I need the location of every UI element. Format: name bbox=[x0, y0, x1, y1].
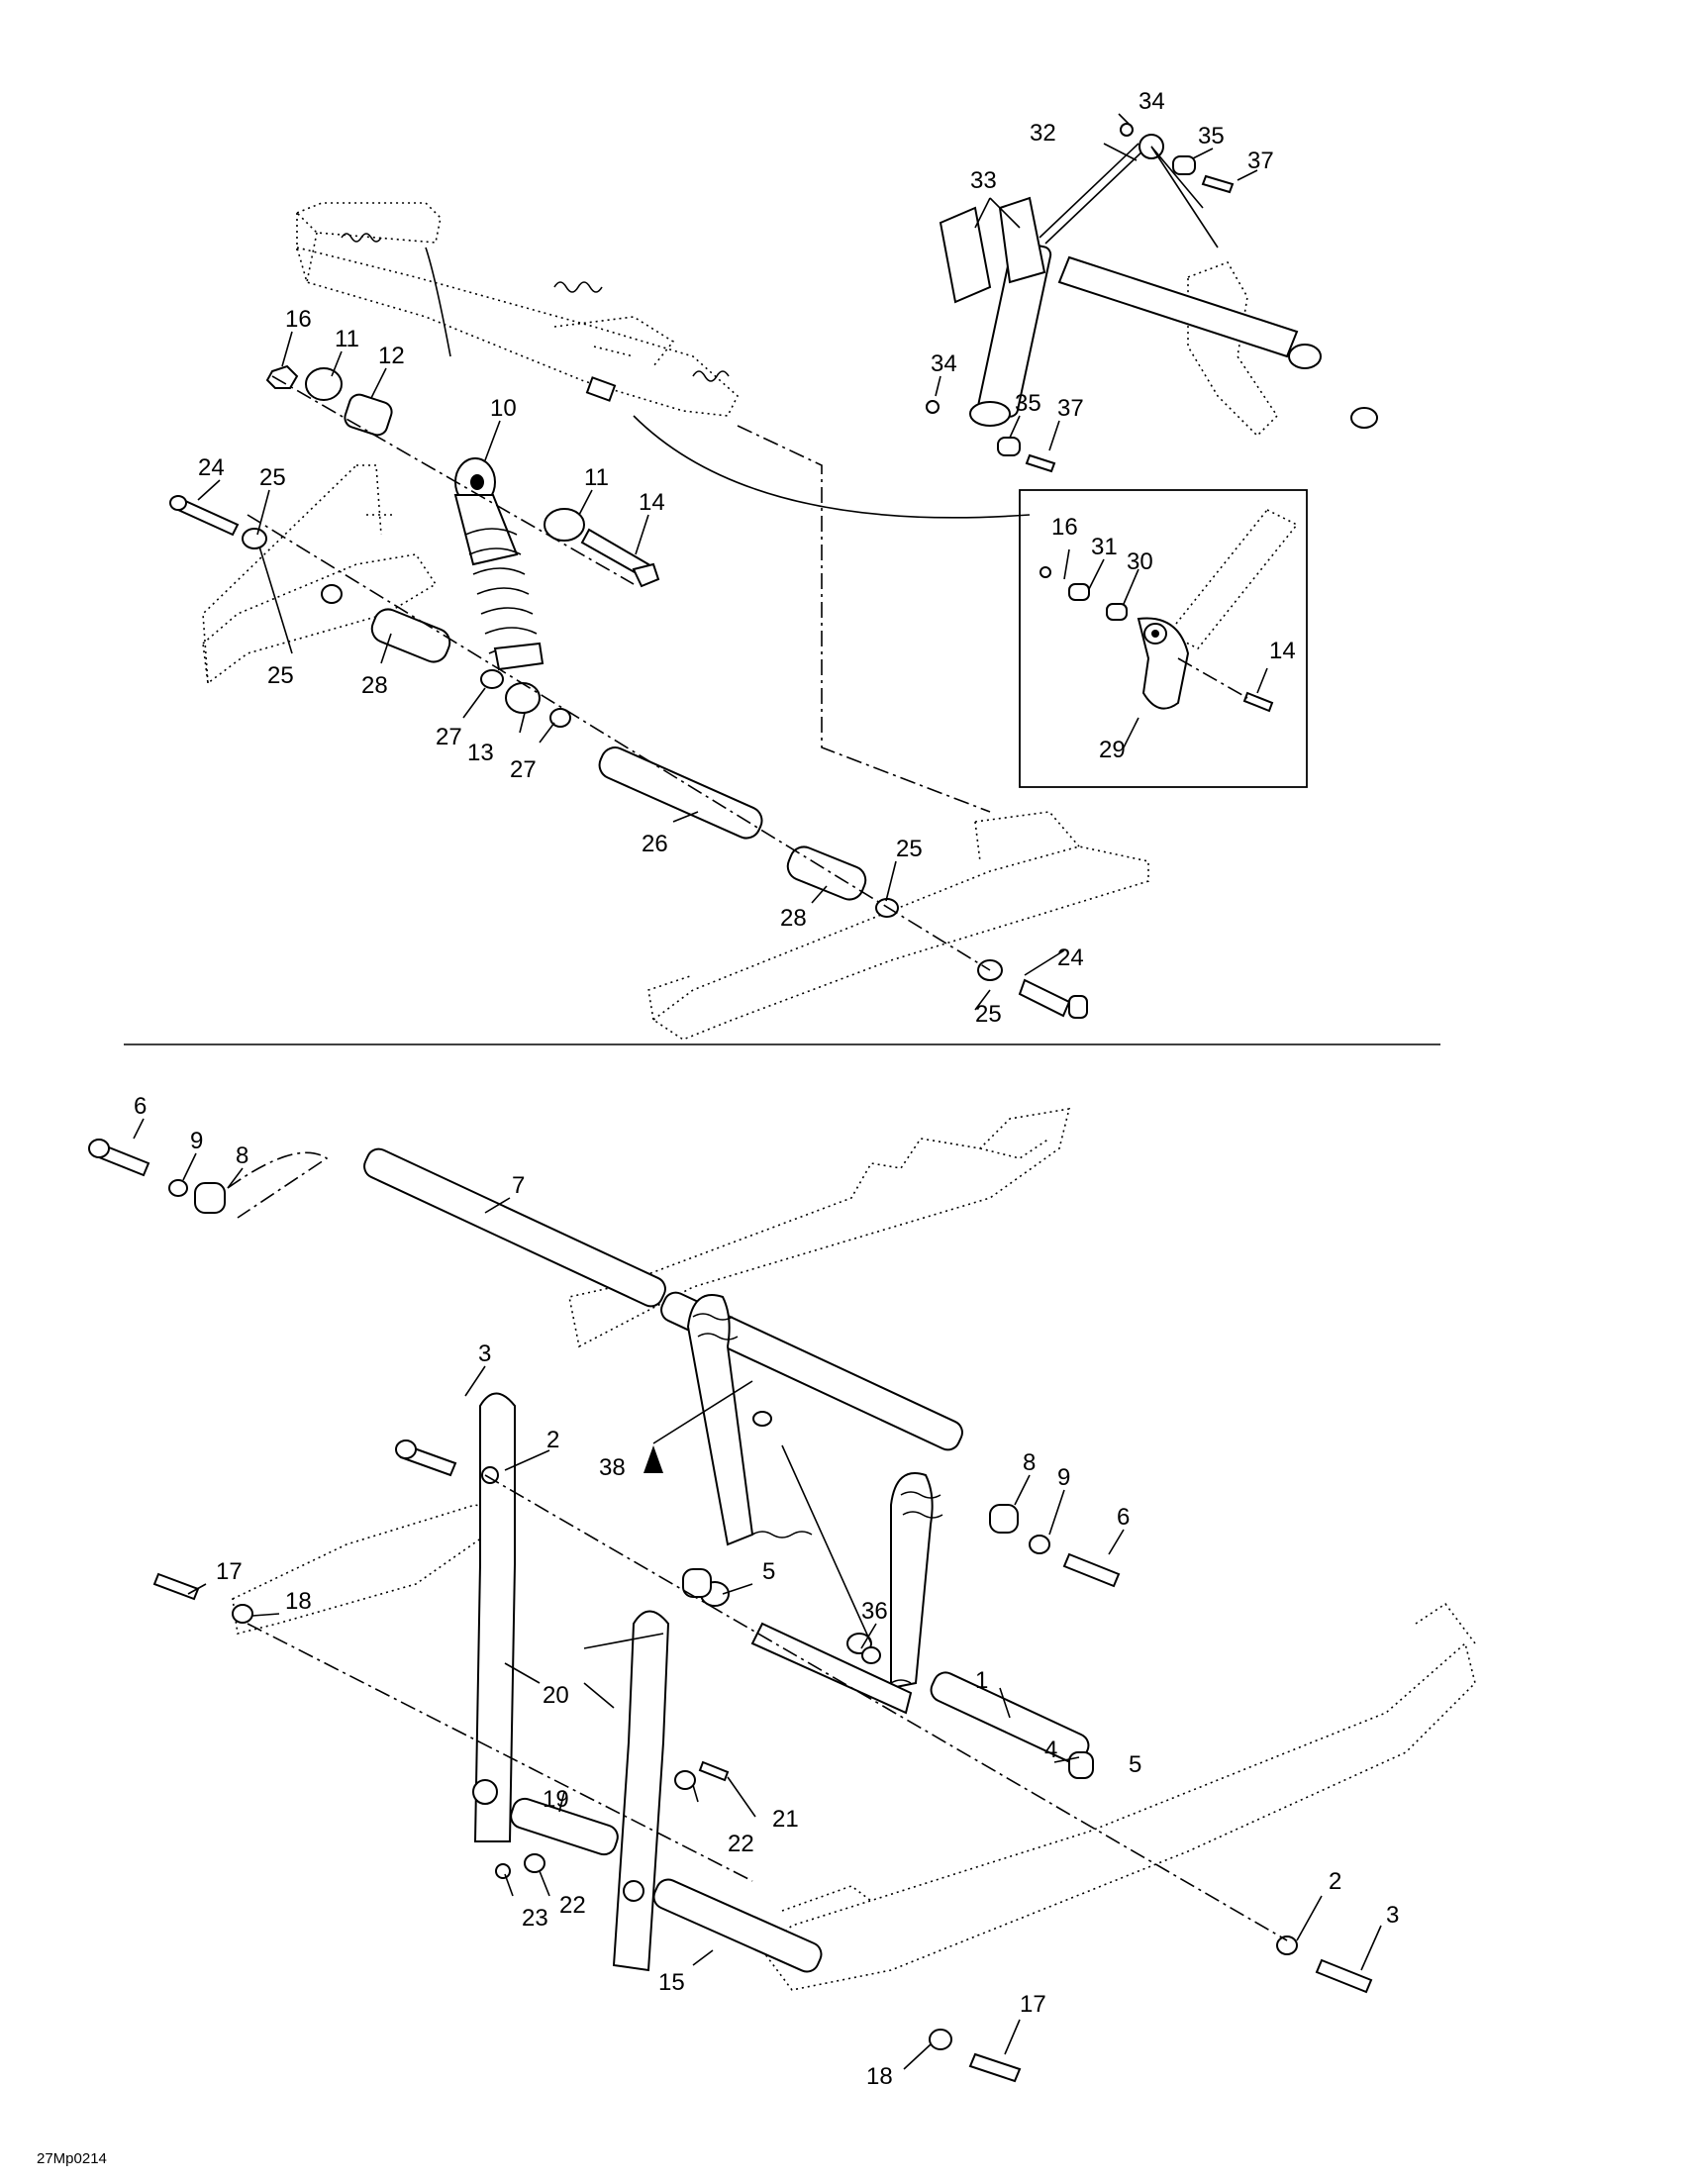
diagram-code: 27Mp0214 bbox=[37, 2150, 107, 2167]
rear-suspension-frame-lower bbox=[232, 1108, 1476, 1991]
callout-36: 36 bbox=[861, 1598, 888, 1625]
callout-17: 17 bbox=[216, 1558, 243, 1585]
callout-37: 37 bbox=[1057, 395, 1084, 422]
callout-5: 5 bbox=[762, 1558, 775, 1585]
callout-37: 37 bbox=[1247, 148, 1274, 174]
callout-22: 22 bbox=[728, 1831, 754, 1857]
callout-24: 24 bbox=[1057, 944, 1084, 971]
callout-27: 27 bbox=[436, 724, 462, 750]
callout-28: 28 bbox=[780, 905, 807, 932]
callout-9: 9 bbox=[190, 1128, 203, 1154]
callout-23: 23 bbox=[522, 1905, 548, 1932]
callout-20: 20 bbox=[543, 1682, 569, 1709]
callout-32: 32 bbox=[1030, 120, 1056, 147]
callout-21: 21 bbox=[772, 1806, 799, 1833]
callout-10: 10 bbox=[490, 395, 517, 422]
callout-25: 25 bbox=[896, 836, 923, 862]
callout-16: 16 bbox=[285, 306, 312, 333]
callout-11: 11 bbox=[584, 464, 609, 491]
callout-34: 34 bbox=[931, 350, 957, 377]
callout-2: 2 bbox=[546, 1427, 559, 1453]
callout-33: 33 bbox=[970, 167, 997, 194]
callout-28: 28 bbox=[361, 672, 388, 699]
callout-27: 27 bbox=[510, 756, 537, 783]
callout-26: 26 bbox=[642, 831, 668, 857]
callout-18: 18 bbox=[285, 1588, 312, 1615]
callout-19: 19 bbox=[543, 1786, 569, 1813]
callout-13: 13 bbox=[467, 740, 494, 766]
callout-12: 12 bbox=[378, 343, 405, 369]
callout-16: 16 bbox=[1051, 514, 1078, 541]
callout-2: 2 bbox=[1329, 1868, 1341, 1895]
damper-assembly bbox=[939, 134, 1378, 438]
detail-inset bbox=[1019, 489, 1308, 788]
callout-30: 30 bbox=[1127, 548, 1153, 575]
callout-6: 6 bbox=[1117, 1504, 1130, 1531]
callout-8: 8 bbox=[236, 1142, 248, 1169]
callout-4: 4 bbox=[1044, 1737, 1057, 1763]
lower-hardware bbox=[88, 1139, 1373, 2083]
leader-lines-lower bbox=[133, 1118, 1382, 2070]
callout-14: 14 bbox=[639, 489, 665, 516]
leader-lines-upper bbox=[197, 113, 1258, 1011]
callout-24: 24 bbox=[198, 454, 225, 481]
callout-3: 3 bbox=[478, 1340, 491, 1367]
callout-15: 15 bbox=[658, 1969, 685, 1996]
callout-17: 17 bbox=[1020, 1991, 1046, 2018]
callout-3: 3 bbox=[1386, 1902, 1399, 1929]
callout-11: 11 bbox=[335, 326, 359, 352]
callout-9: 9 bbox=[1057, 1464, 1070, 1491]
callout-labels: 34 32 35 37 33 34 35 37 16 11 12 10 24 2… bbox=[134, 88, 1399, 2090]
shock-absorber bbox=[453, 457, 544, 671]
callout-5: 5 bbox=[1129, 1751, 1141, 1778]
callout-7: 7 bbox=[512, 1172, 525, 1199]
callout-6: 6 bbox=[134, 1093, 147, 1120]
callout-35: 35 bbox=[1198, 123, 1225, 149]
callout-1: 1 bbox=[975, 1667, 988, 1694]
suspension-links bbox=[472, 1392, 823, 1973]
rear-suspension-frame-upper bbox=[202, 202, 1149, 1041]
callout-35: 35 bbox=[1015, 390, 1041, 417]
front-arm-assembly bbox=[363, 1147, 1090, 1764]
callout-31: 31 bbox=[1091, 534, 1118, 560]
callout-34: 34 bbox=[1138, 88, 1165, 115]
callout-25: 25 bbox=[259, 464, 286, 491]
callout-25: 25 bbox=[975, 1001, 1002, 1028]
callout-18: 18 bbox=[866, 2063, 893, 2090]
callout-29: 29 bbox=[1099, 737, 1126, 763]
callout-22: 22 bbox=[559, 1892, 586, 1919]
callout-38: 38 bbox=[599, 1454, 626, 1481]
callout-14: 14 bbox=[1269, 638, 1296, 664]
callout-25: 25 bbox=[267, 662, 294, 689]
callout-8: 8 bbox=[1023, 1449, 1036, 1476]
